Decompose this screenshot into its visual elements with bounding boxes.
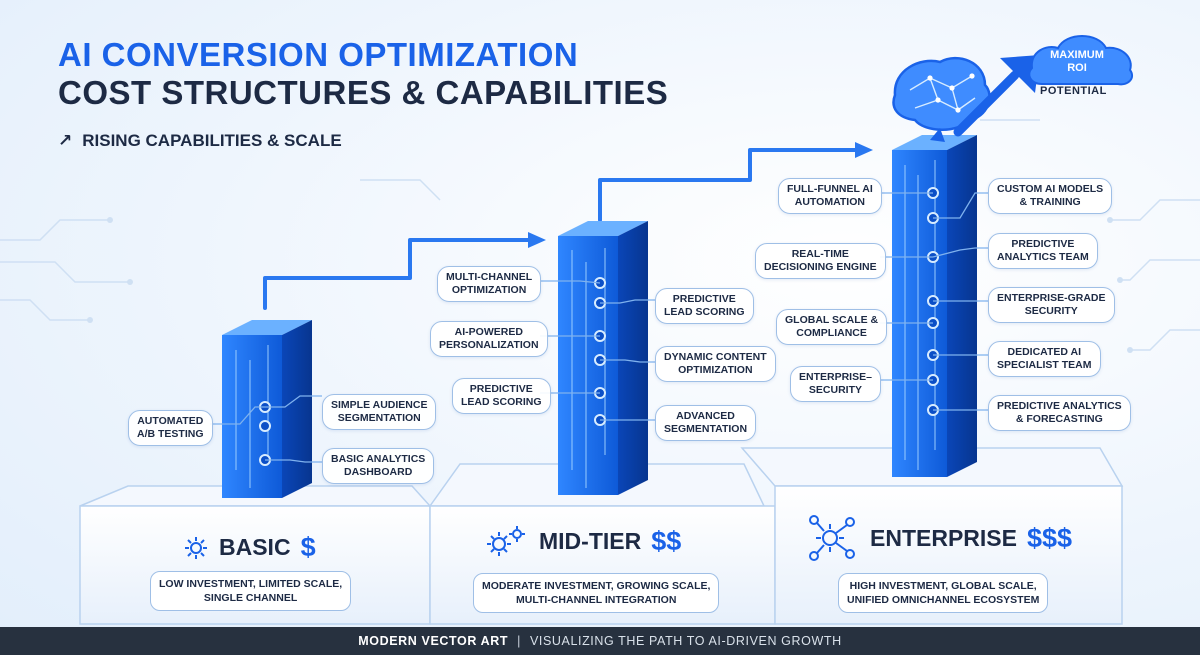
pill-line: LEAD SCORING bbox=[461, 396, 542, 408]
platform-basic bbox=[79, 485, 432, 625]
pill-line: BASIC ANALYTICS bbox=[331, 453, 426, 465]
pill-line: SECURITY bbox=[1024, 305, 1078, 317]
pill-line: MULTI-CHANNEL bbox=[446, 271, 533, 283]
footer-tagline: VISUALIZING THE PATH TO AI-DRIVEN GROWTH bbox=[529, 634, 842, 648]
feature-enterprise-right-1: CUSTOM AI MODELS& TRAINING bbox=[988, 178, 1113, 214]
feature-enterprise-left-4: ENTERPRISE–SECURITY bbox=[790, 366, 881, 402]
tier-enterprise-description: HIGH INVESTMENT, GLOBAL SCALE, UNIFIED OM… bbox=[838, 573, 1049, 613]
subtitle: ↗ RISING CAPABILITIES & SCALE bbox=[58, 131, 342, 151]
column-enterprise bbox=[892, 135, 977, 477]
pill-line: CUSTOM AI MODELS bbox=[997, 183, 1104, 195]
pill-line: AUTOMATED bbox=[137, 415, 204, 427]
pill-line: OPTIMIZATION bbox=[451, 284, 527, 296]
feature-enterprise-right-5: PREDICTIVE ANALYTICS& FORECASTING bbox=[988, 395, 1131, 431]
step-arrows bbox=[263, 148, 857, 310]
tier-price: $ bbox=[300, 532, 316, 562]
pill-line: AI-POWERED bbox=[454, 326, 523, 338]
arrow-mid-to-enterprise bbox=[598, 148, 857, 222]
pill-line: AUTOMATION bbox=[794, 196, 865, 208]
tier-basic-description: LOW INVESTMENT, LIMITED SCALE, SINGLE CHA… bbox=[150, 571, 352, 611]
pill-line: & FORECASTING bbox=[1015, 413, 1103, 425]
arrow-up-right-icon: ↗ bbox=[58, 131, 73, 150]
pill-line: COMPLIANCE bbox=[796, 327, 867, 339]
pill-line: REAL-TIME bbox=[791, 248, 849, 260]
footer-separator: | bbox=[517, 634, 521, 648]
tier-basic-label: BASIC $ bbox=[183, 532, 316, 563]
pill-line: A/B TESTING bbox=[137, 428, 204, 440]
column-basic bbox=[222, 320, 312, 498]
pill-line: SIMPLE AUDIENCE bbox=[331, 399, 428, 411]
brain-circuit-icon bbox=[892, 56, 991, 142]
pill-line: ADVANCED bbox=[676, 410, 735, 422]
pill-line: PREDICTIVE bbox=[1011, 238, 1075, 250]
tier-mid-description: MODERATE INVESTMENT, GROWING SCALE, MULTI… bbox=[473, 573, 720, 613]
footer-bar: MODERN VECTOR ART | VISUALIZING THE PATH… bbox=[0, 627, 1200, 655]
pill-line: OPTIMIZATION bbox=[678, 364, 753, 376]
pill-line: PERSONALIZATION bbox=[439, 339, 539, 351]
pill-line: DECISIONING ENGINE bbox=[764, 261, 877, 273]
pill-line: DEDICATED AI bbox=[1007, 346, 1082, 358]
potential-label: POTENTIAL bbox=[1040, 85, 1107, 97]
pill-line: & TRAINING bbox=[1019, 196, 1081, 208]
tier-price: $$$ bbox=[1026, 522, 1073, 553]
pill-line: ENTERPRISE-GRADE bbox=[997, 292, 1106, 304]
pill-line: SPECIALIST TEAM bbox=[997, 359, 1092, 371]
pill-line: SECURITY bbox=[808, 384, 863, 396]
pill-line: FULL-FUNNEL AI bbox=[787, 183, 873, 195]
description-line: HIGH INVESTMENT, GLOBAL SCALE, bbox=[849, 580, 1037, 592]
tier-name: BASIC bbox=[219, 534, 291, 560]
arrow-head-2 bbox=[855, 142, 873, 158]
title-line-2: COST STRUCTURES & CAPABILITIES bbox=[58, 74, 669, 111]
feature-enterprise-left-3: GLOBAL SCALE &COMPLIANCE bbox=[776, 309, 888, 345]
subtitle-text: RISING CAPABILITIES & SCALE bbox=[82, 131, 342, 150]
description-line: SINGLE CHANNEL bbox=[203, 592, 298, 604]
pill-line: SEGMENTATION bbox=[337, 412, 421, 424]
description-line: UNIFIED OMNICHANNEL ECOSYSTEM bbox=[847, 594, 1040, 606]
pill-line: PREDICTIVE bbox=[469, 383, 533, 395]
roi-label: MAXIMUM ROI bbox=[1050, 49, 1104, 74]
tier-name: MID-TIER bbox=[539, 527, 642, 554]
description-line: MODERATE INVESTMENT, GROWING SCALE, bbox=[482, 580, 711, 592]
pill-line: GLOBAL SCALE & bbox=[785, 314, 879, 326]
footer-brand: MODERN VECTOR ART bbox=[358, 634, 509, 648]
arrow-head-1 bbox=[528, 232, 546, 248]
tier-enterprise-label: ENTERPRISE $$$ bbox=[806, 512, 1072, 564]
pill-line: PREDICTIVE bbox=[672, 293, 736, 305]
cloud-icon bbox=[1028, 35, 1134, 86]
pill-line: LEAD SCORING bbox=[664, 306, 745, 318]
pill-line: DASHBOARD bbox=[344, 466, 413, 478]
pill-line: PREDICTIVE ANALYTICS bbox=[997, 400, 1122, 412]
tier-mid-label: MID-TIER $$ bbox=[485, 524, 681, 558]
gears-network-icon bbox=[809, 515, 855, 561]
gear-icon bbox=[185, 536, 207, 559]
pill-line: DYNAMIC CONTENT bbox=[664, 351, 767, 363]
gears-icon bbox=[487, 526, 525, 556]
pill-line: ENTERPRISE– bbox=[799, 371, 872, 383]
pill-line: SEGMENTATION bbox=[664, 423, 748, 435]
roi-arrow bbox=[953, 70, 1020, 137]
tier-name: ENTERPRISE bbox=[870, 524, 1017, 551]
tier-price: $$ bbox=[651, 525, 682, 556]
roi-arrow-head bbox=[1000, 55, 1040, 93]
description-line: LOW INVESTMENT, LIMITED SCALE, bbox=[159, 578, 343, 590]
pill-line: ANALYTICS TEAM bbox=[997, 251, 1089, 263]
description-line: MULTI-CHANNEL INTEGRATION bbox=[516, 594, 677, 606]
arrow-basic-to-mid bbox=[263, 238, 530, 310]
title-line-1: AI CONVERSION OPTIMIZATION bbox=[58, 36, 579, 73]
